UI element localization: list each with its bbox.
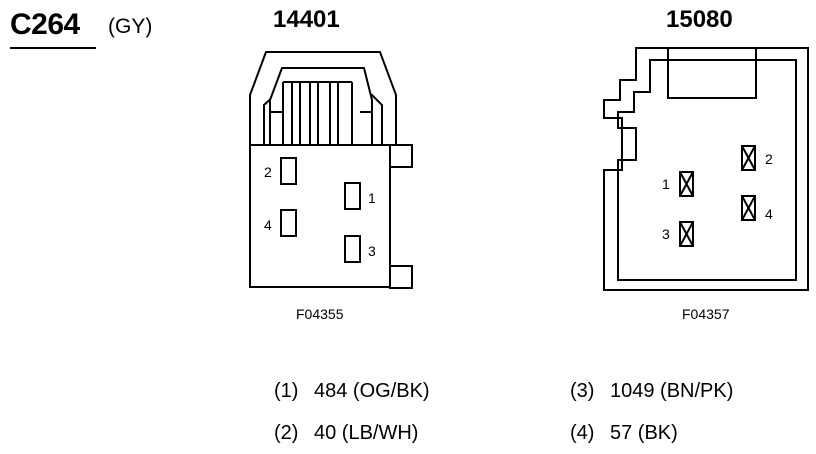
pin-label: 4	[765, 206, 773, 222]
pin-label: 1	[368, 190, 376, 206]
pin-label: 3	[662, 226, 670, 242]
figure-id-harness: F04355	[296, 306, 344, 322]
circuit-value: 1049 (BN/PK)	[610, 380, 734, 402]
connector-id-underline	[10, 47, 96, 49]
pin-label: 2	[765, 151, 773, 167]
circuit-row: (3) 1049 (BN/PK)	[570, 380, 733, 403]
connector-id: C264	[10, 8, 80, 41]
circuit-row: (4) 57 (BK)	[570, 422, 678, 445]
circuit-pin: (1)	[274, 380, 299, 402]
circuit-pin: (4)	[570, 422, 595, 444]
pin-label: 1	[662, 176, 670, 192]
part-number-harness-side: 14401	[273, 6, 340, 33]
circuit-row: (2) 40 (LB/WH)	[274, 422, 418, 445]
connector-face-component	[603, 47, 809, 291]
circuit-value: 484 (OG/BK)	[314, 380, 430, 402]
figure-id-component: F04357	[682, 306, 730, 322]
connector-face-harness	[249, 51, 413, 289]
circuit-pin: (3)	[570, 380, 595, 402]
pin-label: 4	[264, 217, 272, 233]
circuit-pin: (2)	[274, 422, 299, 444]
part-number-component-side: 15080	[666, 6, 733, 33]
pin-label: 3	[368, 243, 376, 259]
circuit-row: (1) 484 (OG/BK)	[274, 380, 430, 403]
pin-label: 2	[264, 164, 272, 180]
connector-color: (GY)	[108, 15, 153, 38]
circuit-value: 40 (LB/WH)	[314, 422, 419, 444]
circuit-value: 57 (BK)	[610, 422, 678, 444]
